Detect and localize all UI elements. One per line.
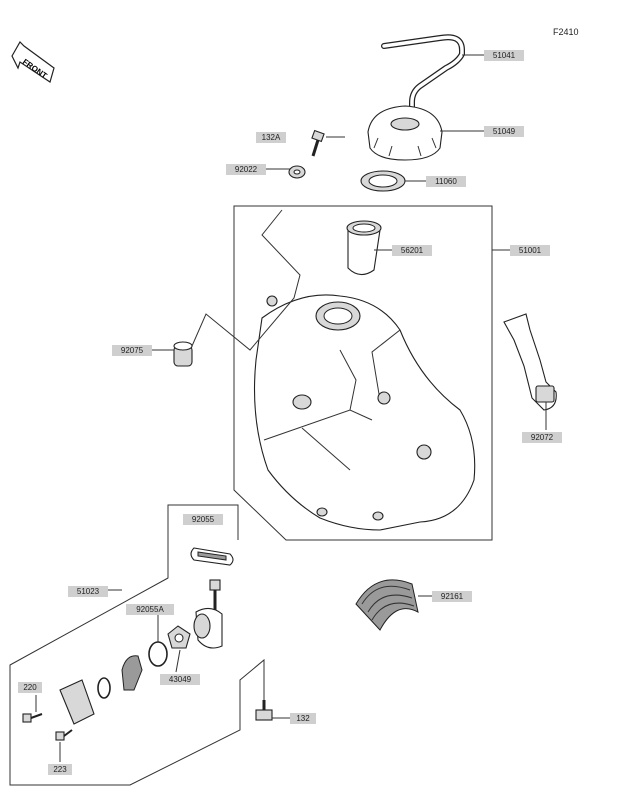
bolt-132	[255, 700, 273, 721]
front-arrow-icon: FRONT	[11, 41, 55, 83]
washer-92022	[288, 165, 306, 179]
part-label-92022[interactable]: 92022	[226, 164, 266, 175]
part-label-92161[interactable]: 92161	[432, 591, 472, 602]
cover-plate	[59, 679, 95, 725]
gasket-43049	[167, 625, 191, 649]
part-label-92072[interactable]: 92072	[522, 432, 562, 443]
fuel-cap	[367, 105, 443, 161]
fuel-tank	[253, 294, 476, 531]
damper-92075	[173, 341, 193, 367]
lever	[121, 655, 143, 691]
o-ring-92055a	[148, 641, 168, 667]
o-ring-small	[97, 677, 111, 699]
part-label-92055[interactable]: 92055	[183, 514, 223, 525]
part-label-43049[interactable]: 43049	[160, 674, 200, 685]
part-label-132[interactable]: 132	[290, 713, 316, 724]
part-label-92075[interactable]: 92075	[112, 345, 152, 356]
bolt-132a	[311, 129, 325, 157]
figure-code: F2410	[553, 27, 579, 37]
tank-assembly-frame	[233, 205, 493, 541]
fuel-cock	[193, 579, 223, 649]
rubber-92161	[355, 579, 419, 631]
leader-lines	[35, 54, 547, 762]
fuel-cock-frame	[9, 504, 265, 786]
part-label-132a[interactable]: 132A	[256, 132, 286, 143]
part-label-220[interactable]: 220	[18, 682, 42, 693]
part-label-51001[interactable]: 51001	[510, 245, 550, 256]
strap-92072	[503, 313, 557, 411]
part-label-11060[interactable]: 11060	[426, 176, 466, 187]
screw-220	[22, 713, 43, 723]
part-label-51023[interactable]: 51023	[68, 586, 108, 597]
strainer-56201	[346, 220, 382, 276]
part-label-51041[interactable]: 51041	[484, 50, 524, 61]
gasket-11060	[360, 170, 406, 192]
part-label-223[interactable]: 223	[48, 764, 72, 775]
screw-223	[55, 729, 73, 741]
breather-hose	[381, 34, 465, 115]
part-label-92055a[interactable]: 92055A	[126, 604, 174, 615]
part-label-56201[interactable]: 56201	[392, 245, 432, 256]
part-label-51049[interactable]: 51049	[484, 126, 524, 137]
o-ring-92055	[190, 547, 234, 566]
